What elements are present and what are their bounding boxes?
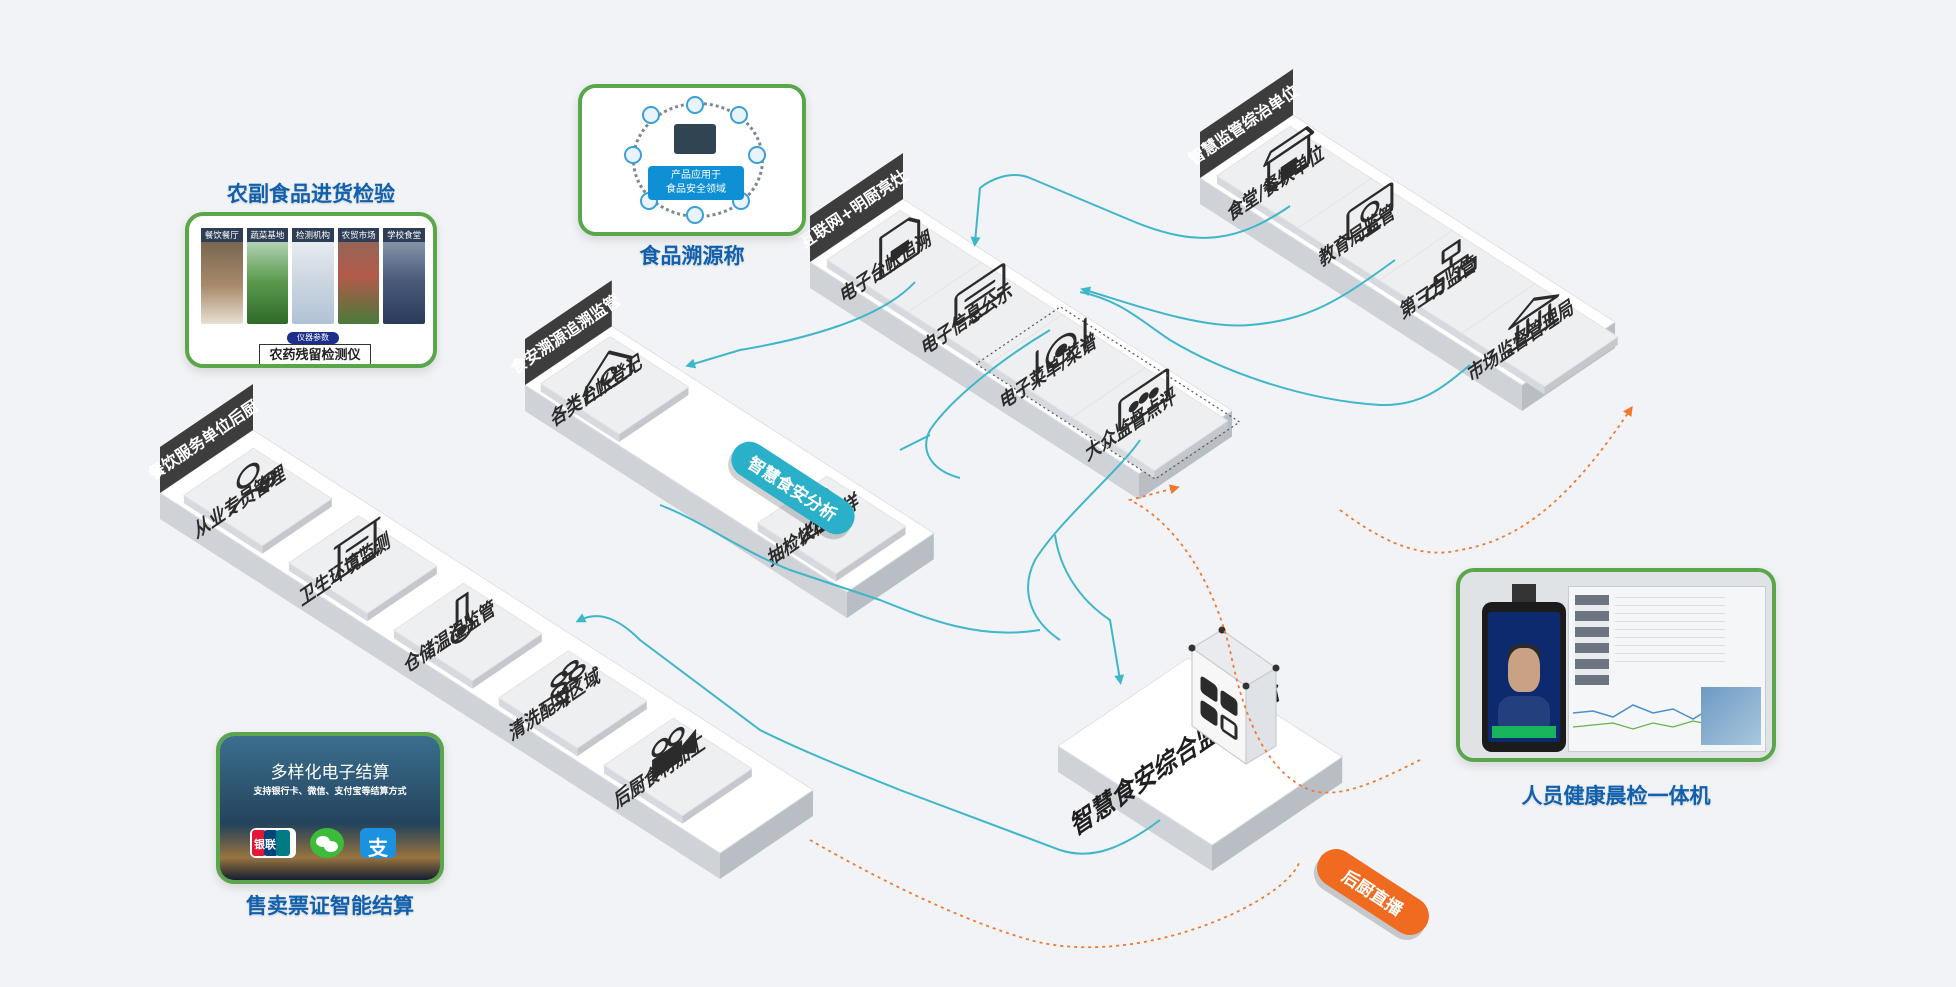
payment-title: 多样化电子结算 <box>270 763 390 782</box>
product-application-line2: 食品安全领域 <box>666 184 726 195</box>
flow-line <box>685 281 916 369</box>
process-node-icon <box>686 206 704 224</box>
payment-caption: 售卖票证智能结算 <box>246 894 414 918</box>
flow-line <box>1027 439 1141 641</box>
traceability-scale-card: 产品应用于 食品安全领域 <box>578 84 806 236</box>
document-ledger-icon <box>879 217 921 281</box>
process-node-icon <box>624 146 642 164</box>
building-clean-icon <box>333 516 381 583</box>
wechat-icon <box>310 828 344 858</box>
flow-line <box>899 434 931 451</box>
tile-trace-0: 各类台帐登记 <box>539 336 690 442</box>
unionpay-label: 银联 <box>254 839 276 851</box>
flow-line <box>659 504 1041 634</box>
house-register-icon <box>585 350 633 406</box>
photo-school-canteen: 学校食堂 <box>383 228 425 324</box>
face-avatar <box>1508 648 1540 692</box>
photo-farmers-market: 农贸市场 <box>337 228 380 324</box>
unionpay-icon: 银联 <box>250 828 296 858</box>
live-line <box>1339 405 1633 554</box>
pill-live: 后厨直播 <box>1313 849 1429 940</box>
flow-line <box>575 613 1161 855</box>
thermometer-icon <box>450 591 474 644</box>
org-chart-icon <box>1425 239 1477 303</box>
flow-line <box>970 174 1291 247</box>
alipay-icon: 支 <box>360 828 396 860</box>
health-caption: 人员健康晨检一体机 <box>1521 784 1711 808</box>
photo-vegetable-base: 蔬菜基地 <box>246 228 289 324</box>
instrument-badge: 仪器参数 <box>287 332 339 344</box>
display-screen-icon <box>954 263 1006 326</box>
temperature-bar <box>1492 726 1556 738</box>
traceability-caption: 食品溯源称 <box>639 244 745 268</box>
qr-code-icon <box>1188 626 1280 766</box>
government-building-icon <box>1508 294 1560 354</box>
product-application-box: 产品应用于 食品安全领域 <box>648 166 744 200</box>
tile-kitchen-0: 从业专员管理 <box>182 447 333 554</box>
audience-screen-icon <box>1118 368 1170 432</box>
pesticide-detector-card: 餐饮餐厅 蔬菜基地 检测机构 农贸市场 学校食堂 仪器参数 农药残留检测仪 <box>185 212 437 368</box>
photo-label: 蔬菜基地 <box>246 228 289 242</box>
process-node-icon <box>642 106 660 124</box>
face-scanner-device <box>1482 584 1566 752</box>
flow-line <box>1054 534 1125 685</box>
pesticide-caption: 农副食品进货检验 <box>227 182 395 206</box>
central-platform <box>1057 657 1344 871</box>
flow-line <box>1080 259 1396 327</box>
photo-testing-lab: 检测机构 <box>292 228 334 324</box>
product-application-line1: 产品应用于 <box>671 170 721 181</box>
process-node-icon <box>730 106 748 124</box>
monitor-dashboard <box>1568 586 1766 752</box>
instrument-title: 农药残留检测仪 <box>259 344 371 364</box>
tile-kitchen-3: 清洗配菜区域 <box>497 650 648 757</box>
payment-subtitle: 支持银行卡、微信、支付宝等结算方式 <box>253 786 407 796</box>
dotted-frame <box>975 306 1241 480</box>
face-scanner-display <box>1488 612 1560 742</box>
photo-strip: 餐饮餐厅 蔬菜基地 检测机构 农贸市场 学校食堂 <box>201 228 425 324</box>
flow-line <box>1079 291 1471 407</box>
flower-icon <box>549 660 586 712</box>
tile-kitchen-4: 后厨食材加工 <box>602 717 753 824</box>
tile-kitchen-2: 仓储温湿监管 <box>392 582 543 689</box>
monitor-eye-icon <box>1346 182 1394 242</box>
worker-plus-icon <box>228 462 277 518</box>
photo-label: 农贸市场 <box>337 228 380 242</box>
health-check-card <box>1456 568 1776 762</box>
process-node-icon <box>748 146 766 164</box>
payment-card: 多样化电子结算 支持银行卡、微信、支付宝等结算方式 银联 支 <box>216 732 444 884</box>
photo-label: 餐饮餐厅 <box>201 228 243 242</box>
photo-restaurant: 餐饮餐厅 <box>201 228 243 324</box>
scale-terminal-icon <box>674 124 716 154</box>
process-node-icon <box>686 96 704 114</box>
photo-label: 检测机构 <box>292 228 334 242</box>
camera-icon <box>651 726 697 781</box>
plate-cutlery-icon <box>1035 317 1087 384</box>
photo-label: 学校食堂 <box>383 228 425 242</box>
tile-internet-1: 电子信息公示 <box>907 261 1065 374</box>
flow-line <box>925 329 1051 479</box>
live-line <box>1127 484 1421 794</box>
storefront-icon <box>1263 126 1315 192</box>
